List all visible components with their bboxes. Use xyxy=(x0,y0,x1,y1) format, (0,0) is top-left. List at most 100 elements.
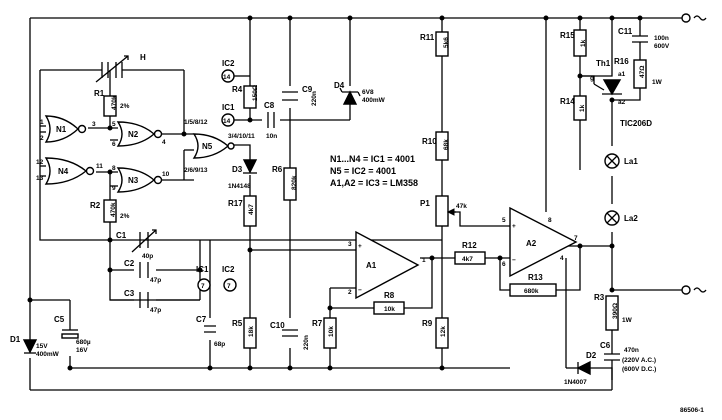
svg-text:5: 5 xyxy=(112,121,116,128)
gate-n1: N1 xyxy=(44,115,87,143)
svg-text:2%: 2% xyxy=(120,103,130,110)
svg-text:C9: C9 xyxy=(302,85,313,94)
svg-text:7: 7 xyxy=(227,283,231,290)
svg-text:18k: 18k xyxy=(248,326,255,337)
svg-text:47k: 47k xyxy=(456,203,467,210)
svg-text:A2: A2 xyxy=(526,239,537,248)
svg-text:1W: 1W xyxy=(652,79,663,86)
gate-pin-labels: 1 2 3 5 6 4 12 13 11 8 9 10 1/5/8/12 2/6… xyxy=(36,119,255,192)
resistor-r2: R2 470k 2% xyxy=(90,199,130,223)
svg-text:N5: N5 xyxy=(202,142,213,151)
capacitor-c8: C8 10n xyxy=(264,101,277,140)
svg-text:R5: R5 xyxy=(232,319,243,328)
zener-d1: D1 15V 400mW xyxy=(10,335,60,358)
svg-text:R16: R16 xyxy=(614,57,629,66)
svg-text:14: 14 xyxy=(223,74,231,81)
svg-text:R12: R12 xyxy=(462,241,477,250)
svg-text:220n: 220n xyxy=(311,91,318,106)
svg-text:D1: D1 xyxy=(10,335,21,344)
svg-text:−: − xyxy=(512,257,516,264)
svg-text:5k6: 5k6 xyxy=(443,37,450,48)
svg-text:N1: N1 xyxy=(56,125,67,134)
svg-text:N4: N4 xyxy=(58,167,69,176)
svg-text:6: 6 xyxy=(502,261,506,268)
svg-text:220n: 220n xyxy=(303,335,310,350)
lamp-la2: La2 xyxy=(604,210,638,226)
ic1-pin14: 14 IC1 xyxy=(221,103,235,127)
capacitor-c9: C9 220n xyxy=(282,85,318,106)
thyristor-th1: Th1 g a1 a2 TIC206D xyxy=(590,59,652,128)
svg-text:4k7: 4k7 xyxy=(248,204,255,215)
resistor-r9: R9 12k xyxy=(422,317,449,349)
svg-text:C1: C1 xyxy=(116,231,127,240)
svg-text:40p: 40p xyxy=(142,253,153,260)
svg-text:2/6/9/13: 2/6/9/13 xyxy=(184,167,208,174)
svg-text:16V: 16V xyxy=(76,347,88,354)
svg-text:7: 7 xyxy=(574,235,578,242)
svg-text:N1...N4 = IC1 = 4001: N1...N4 = IC1 = 4001 xyxy=(330,154,415,164)
svg-text:La1: La1 xyxy=(624,157,638,166)
resistor-r1: R1 470k 2% xyxy=(94,89,130,117)
svg-text:R10: R10 xyxy=(422,137,437,146)
svg-text:C7: C7 xyxy=(196,315,207,324)
resistor-r15: R15 1k xyxy=(560,29,587,57)
svg-text:1N4007: 1N4007 xyxy=(564,379,587,386)
svg-text:6: 6 xyxy=(112,141,116,148)
svg-text:La2: La2 xyxy=(624,214,638,223)
svg-text:a2: a2 xyxy=(618,99,626,106)
svg-text:8: 8 xyxy=(112,165,116,172)
svg-text:47p: 47p xyxy=(150,307,161,314)
svg-text:R6: R6 xyxy=(272,165,283,174)
svg-text:R2: R2 xyxy=(90,201,101,210)
svg-text:11: 11 xyxy=(96,163,103,170)
resistor-r12: R12 4k7 xyxy=(454,241,486,265)
diode-d3: D3 1N4148 xyxy=(228,159,258,190)
svg-text:R15: R15 xyxy=(560,31,575,40)
svg-text:12k: 12k xyxy=(440,326,447,337)
svg-text:C5: C5 xyxy=(54,315,65,324)
svg-text:1N4148: 1N4148 xyxy=(228,183,251,190)
svg-text:470n: 470n xyxy=(624,347,639,354)
svg-text:390Ω: 390Ω xyxy=(612,303,619,319)
svg-text:R9: R9 xyxy=(422,319,433,328)
svg-text:68k: 68k xyxy=(443,139,450,150)
opamp-a1: A1 + − 3 2 1 xyxy=(348,230,426,300)
resistor-r3: R3 390Ω 1W xyxy=(594,293,633,331)
svg-text:400mW: 400mW xyxy=(36,351,60,358)
svg-text:R4: R4 xyxy=(232,85,243,94)
capacitor-c1: C1 40p xyxy=(116,229,157,260)
svg-text:A1,A2 = IC3 = LM358: A1,A2 = IC3 = LM358 xyxy=(330,178,418,188)
svg-text:−: − xyxy=(358,287,362,294)
svg-text:400mW: 400mW xyxy=(362,97,386,104)
diode-d2: D2 1N4007 xyxy=(564,351,613,386)
svg-text:1: 1 xyxy=(422,257,426,264)
svg-text:C3: C3 xyxy=(124,289,135,298)
svg-text:9: 9 xyxy=(112,185,116,192)
svg-text:H: H xyxy=(140,53,146,62)
svg-text:470k: 470k xyxy=(110,202,117,217)
svg-text:C2: C2 xyxy=(124,259,135,268)
figure-id: 86506-1 xyxy=(680,407,704,414)
lamp-la1: La1 xyxy=(604,153,638,169)
svg-text:N5 = IC2 = 4001: N5 = IC2 = 4001 xyxy=(330,166,396,176)
svg-text:IC1: IC1 xyxy=(196,265,209,274)
capacitor-c2: C2 47p xyxy=(124,259,161,284)
svg-text:3: 3 xyxy=(92,121,96,128)
svg-text:C11: C11 xyxy=(618,27,633,36)
svg-text:68p: 68p xyxy=(214,341,225,348)
svg-text:P1: P1 xyxy=(420,199,430,208)
resistor-r11: R11 5k6 xyxy=(420,31,450,57)
capacitor-c6: C6 470n (220V A.C.) (600V D.C.) xyxy=(600,341,656,380)
svg-text:680k: 680k xyxy=(524,288,539,295)
gate-n5: N5 xyxy=(192,133,235,159)
svg-text:C8: C8 xyxy=(264,101,275,110)
svg-text:600V: 600V xyxy=(654,43,670,50)
gate-n2: N2 xyxy=(116,121,163,147)
svg-text:R1: R1 xyxy=(94,89,105,98)
svg-text:(600V D.C.): (600V D.C.) xyxy=(622,366,656,373)
svg-text:A1: A1 xyxy=(366,261,377,270)
resistor-r8: R8 10k xyxy=(373,291,405,315)
resistor-r14: R14 1k xyxy=(560,95,587,121)
resistor-r13: R13 680k xyxy=(509,273,557,297)
svg-text:10n: 10n xyxy=(266,133,277,140)
